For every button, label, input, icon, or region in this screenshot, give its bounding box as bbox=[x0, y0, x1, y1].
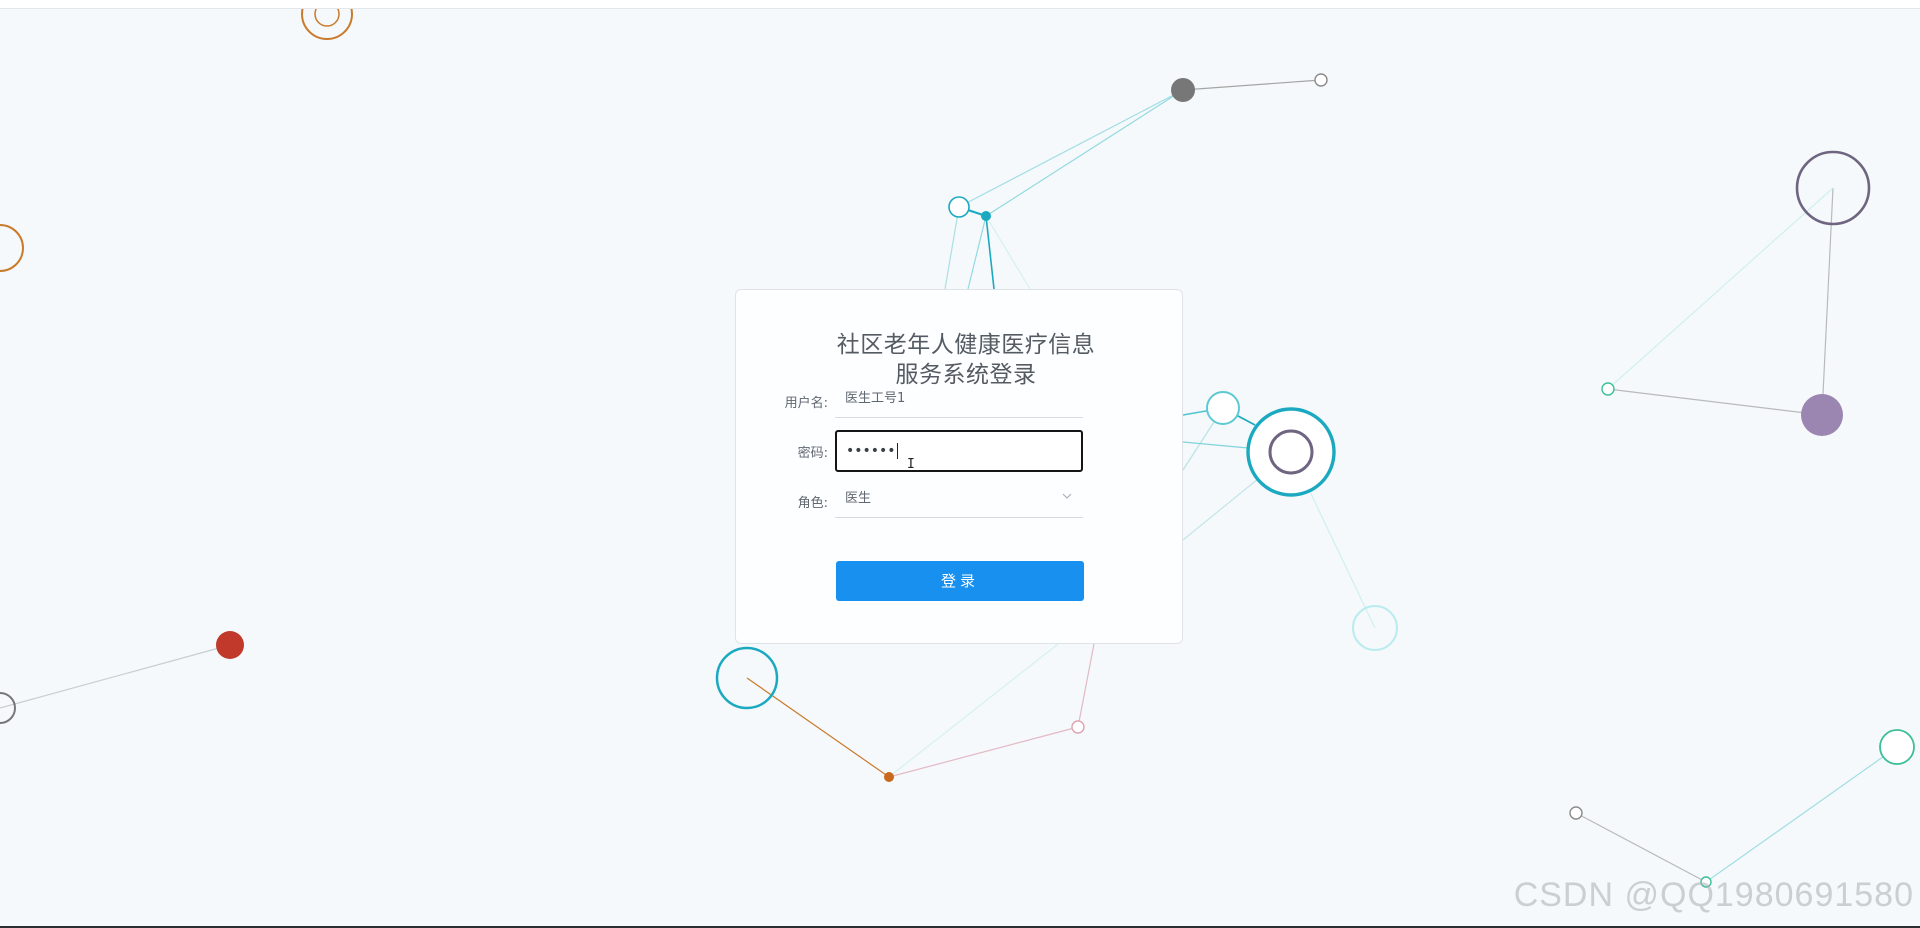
username-input[interactable]: 医生工号1 bbox=[835, 380, 1083, 418]
csdn-watermark: CSDN @QQ1980691580 bbox=[1513, 876, 1914, 914]
login-card: 社区老年人健康医疗信息服务系统登录 用户名: 医生工号1 密码: •••••• … bbox=[735, 289, 1183, 644]
login-title: 社区老年人健康医疗信息服务系统登录 bbox=[836, 332, 1096, 388]
chevron-down-icon bbox=[1062, 493, 1072, 499]
username-label: 用户名: bbox=[784, 396, 828, 411]
background-nodes bbox=[0, 0, 1915, 888]
role-selected-value: 医生 bbox=[845, 491, 872, 506]
login-button[interactable]: 登录 bbox=[836, 561, 1084, 601]
role-label: 角色: bbox=[797, 496, 828, 511]
password-label: 密码: bbox=[797, 446, 828, 461]
text-cursor-icon: I bbox=[907, 457, 915, 472]
password-row: 密码: •••••• I bbox=[736, 430, 1184, 472]
text-caret bbox=[896, 443, 898, 459]
browser-bottom-edge bbox=[0, 926, 1920, 928]
role-select[interactable]: 医生 bbox=[835, 480, 1083, 518]
password-input[interactable]: •••••• I bbox=[835, 430, 1083, 472]
browser-top-edge bbox=[0, 0, 1920, 9]
password-mask: •••••• bbox=[846, 443, 896, 459]
username-row: 用户名: 医生工号1 bbox=[736, 380, 1184, 420]
role-row: 角色: 医生 bbox=[736, 480, 1184, 520]
